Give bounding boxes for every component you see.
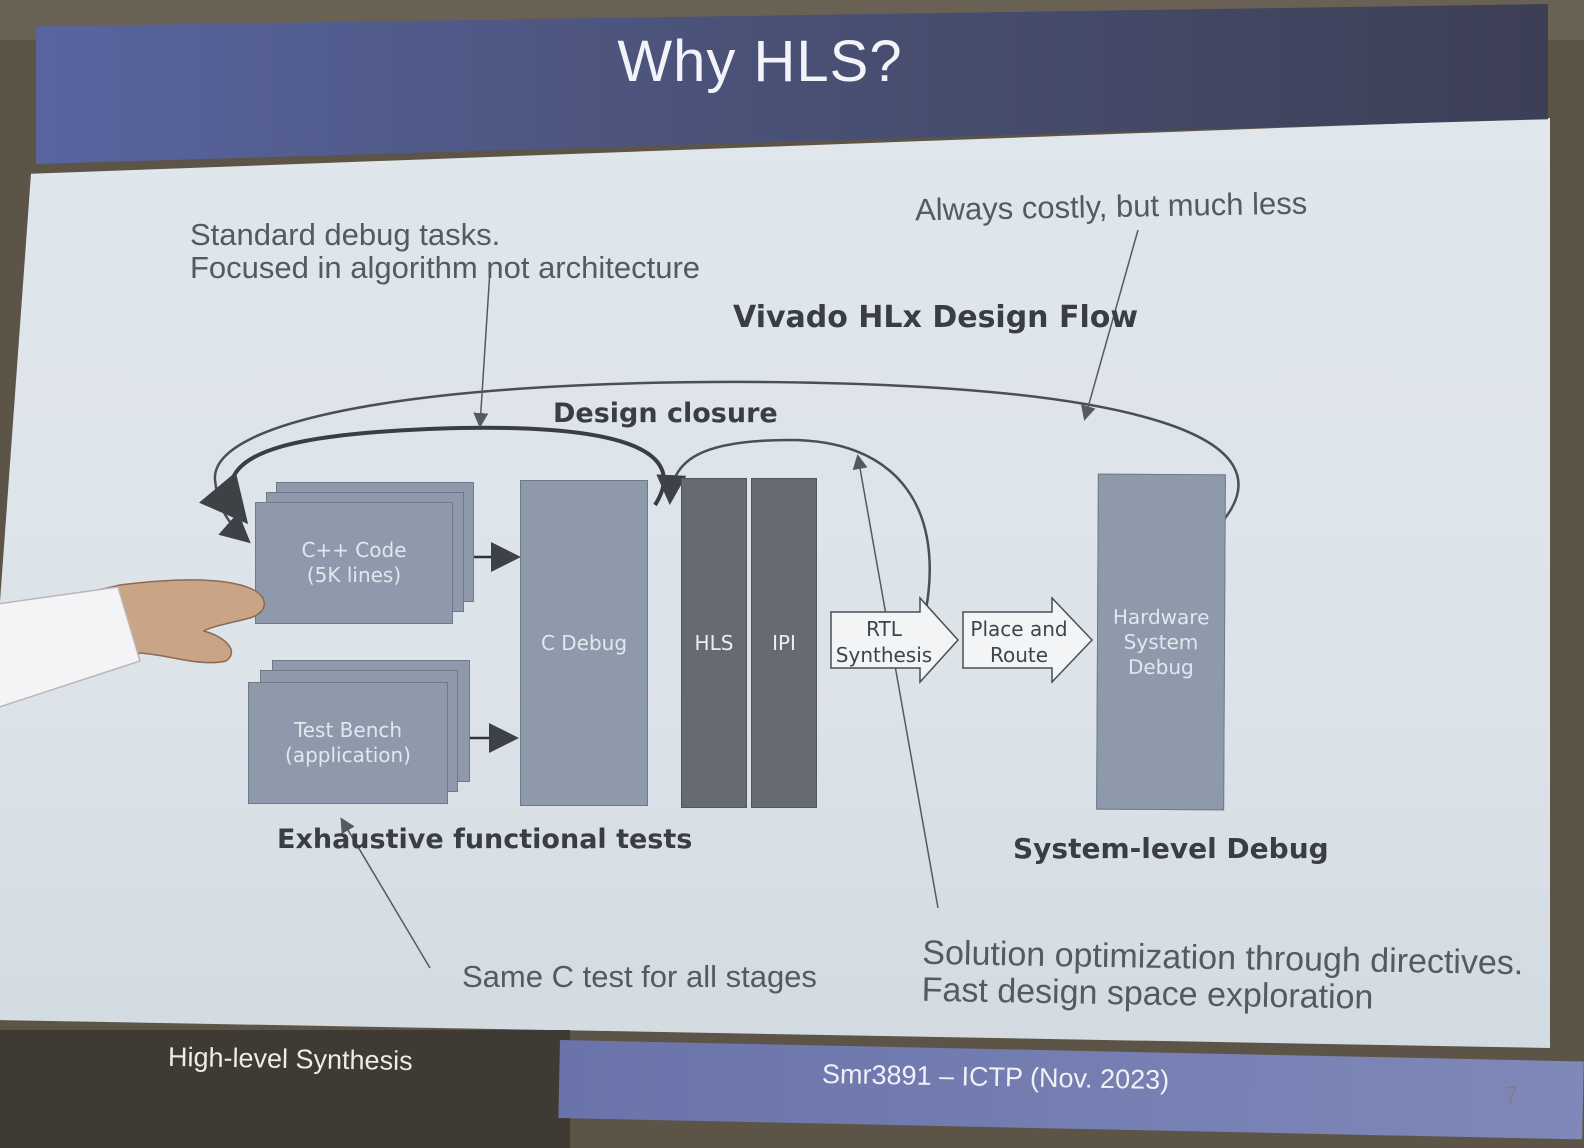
hw-line3: Debug — [1127, 654, 1194, 679]
pnr-line1: Place and — [970, 617, 1068, 641]
annotation-bottom-right: Solution optimization through directives… — [921, 934, 1523, 1019]
hw-line2: System — [1123, 629, 1199, 654]
pointer-bottom-right — [852, 454, 939, 909]
hw-line1: Hardware — [1112, 604, 1210, 629]
exhaustive-tests-label: Exhaustive functional tests — [277, 824, 693, 855]
rtl-loop — [656, 438, 931, 611]
design-closure-loop — [198, 425, 666, 525]
rtl-block-arrow — [830, 596, 960, 684]
rtl-line2: Synthesis — [835, 643, 933, 667]
hls-box: HLS — [681, 478, 747, 808]
place-route-label: Place and Route — [964, 616, 1074, 668]
design-closure-label: Design closure — [553, 398, 778, 429]
test-bench-line1: Test Bench — [293, 718, 403, 742]
test-bench-line2: (application) — [285, 743, 411, 767]
annotation-top-left-line1: Standard debug tasks. — [190, 217, 501, 252]
annotation-top-left-line2: Focused in algorithm not architecture — [190, 250, 701, 286]
flow-title: Vivado HLx Design Flow — [733, 300, 1139, 335]
ipi-box: IPI — [751, 478, 817, 808]
pnr-line2: Route — [989, 643, 1049, 667]
annotation-top-left: Standard debug tasks. Focused in algorit… — [190, 218, 700, 285]
system-level-debug-label: System-level Debug — [1013, 832, 1329, 865]
presenter-hand — [0, 579, 265, 708]
cpp-code-line1: C++ Code — [301, 538, 407, 562]
pointer-top-right — [1081, 229, 1139, 421]
annotation-bottom-center: Same C test for all stages — [462, 959, 817, 994]
pnr-block-arrow — [962, 596, 1094, 684]
annotation-top-right: Always costly, but much less — [914, 185, 1308, 228]
pointer-top-left — [473, 269, 491, 428]
slide-title: Why HLS? — [617, 29, 903, 94]
rtl-synthesis-label: RTL Synthesis — [832, 616, 936, 668]
pointer-bottom-left — [340, 817, 431, 969]
c-debug-box: C Debug — [520, 480, 648, 806]
footer-left-band — [0, 1030, 570, 1148]
test-bench-box: Test Bench (application) — [248, 682, 448, 804]
rtl-line1: RTL — [866, 617, 902, 641]
page-number: 7 — [1505, 1082, 1519, 1109]
footer-event: Smr3891 – ICTP (Nov. 2023) — [821, 1058, 1170, 1096]
footer-course-title: High-level Synthesis — [167, 1041, 413, 1077]
hardware-system-debug-box: Hardware System Debug — [1096, 473, 1226, 811]
cpp-code-line2: (5K lines) — [306, 563, 402, 587]
cpp-code-box: C++ Code (5K lines) — [255, 502, 453, 624]
